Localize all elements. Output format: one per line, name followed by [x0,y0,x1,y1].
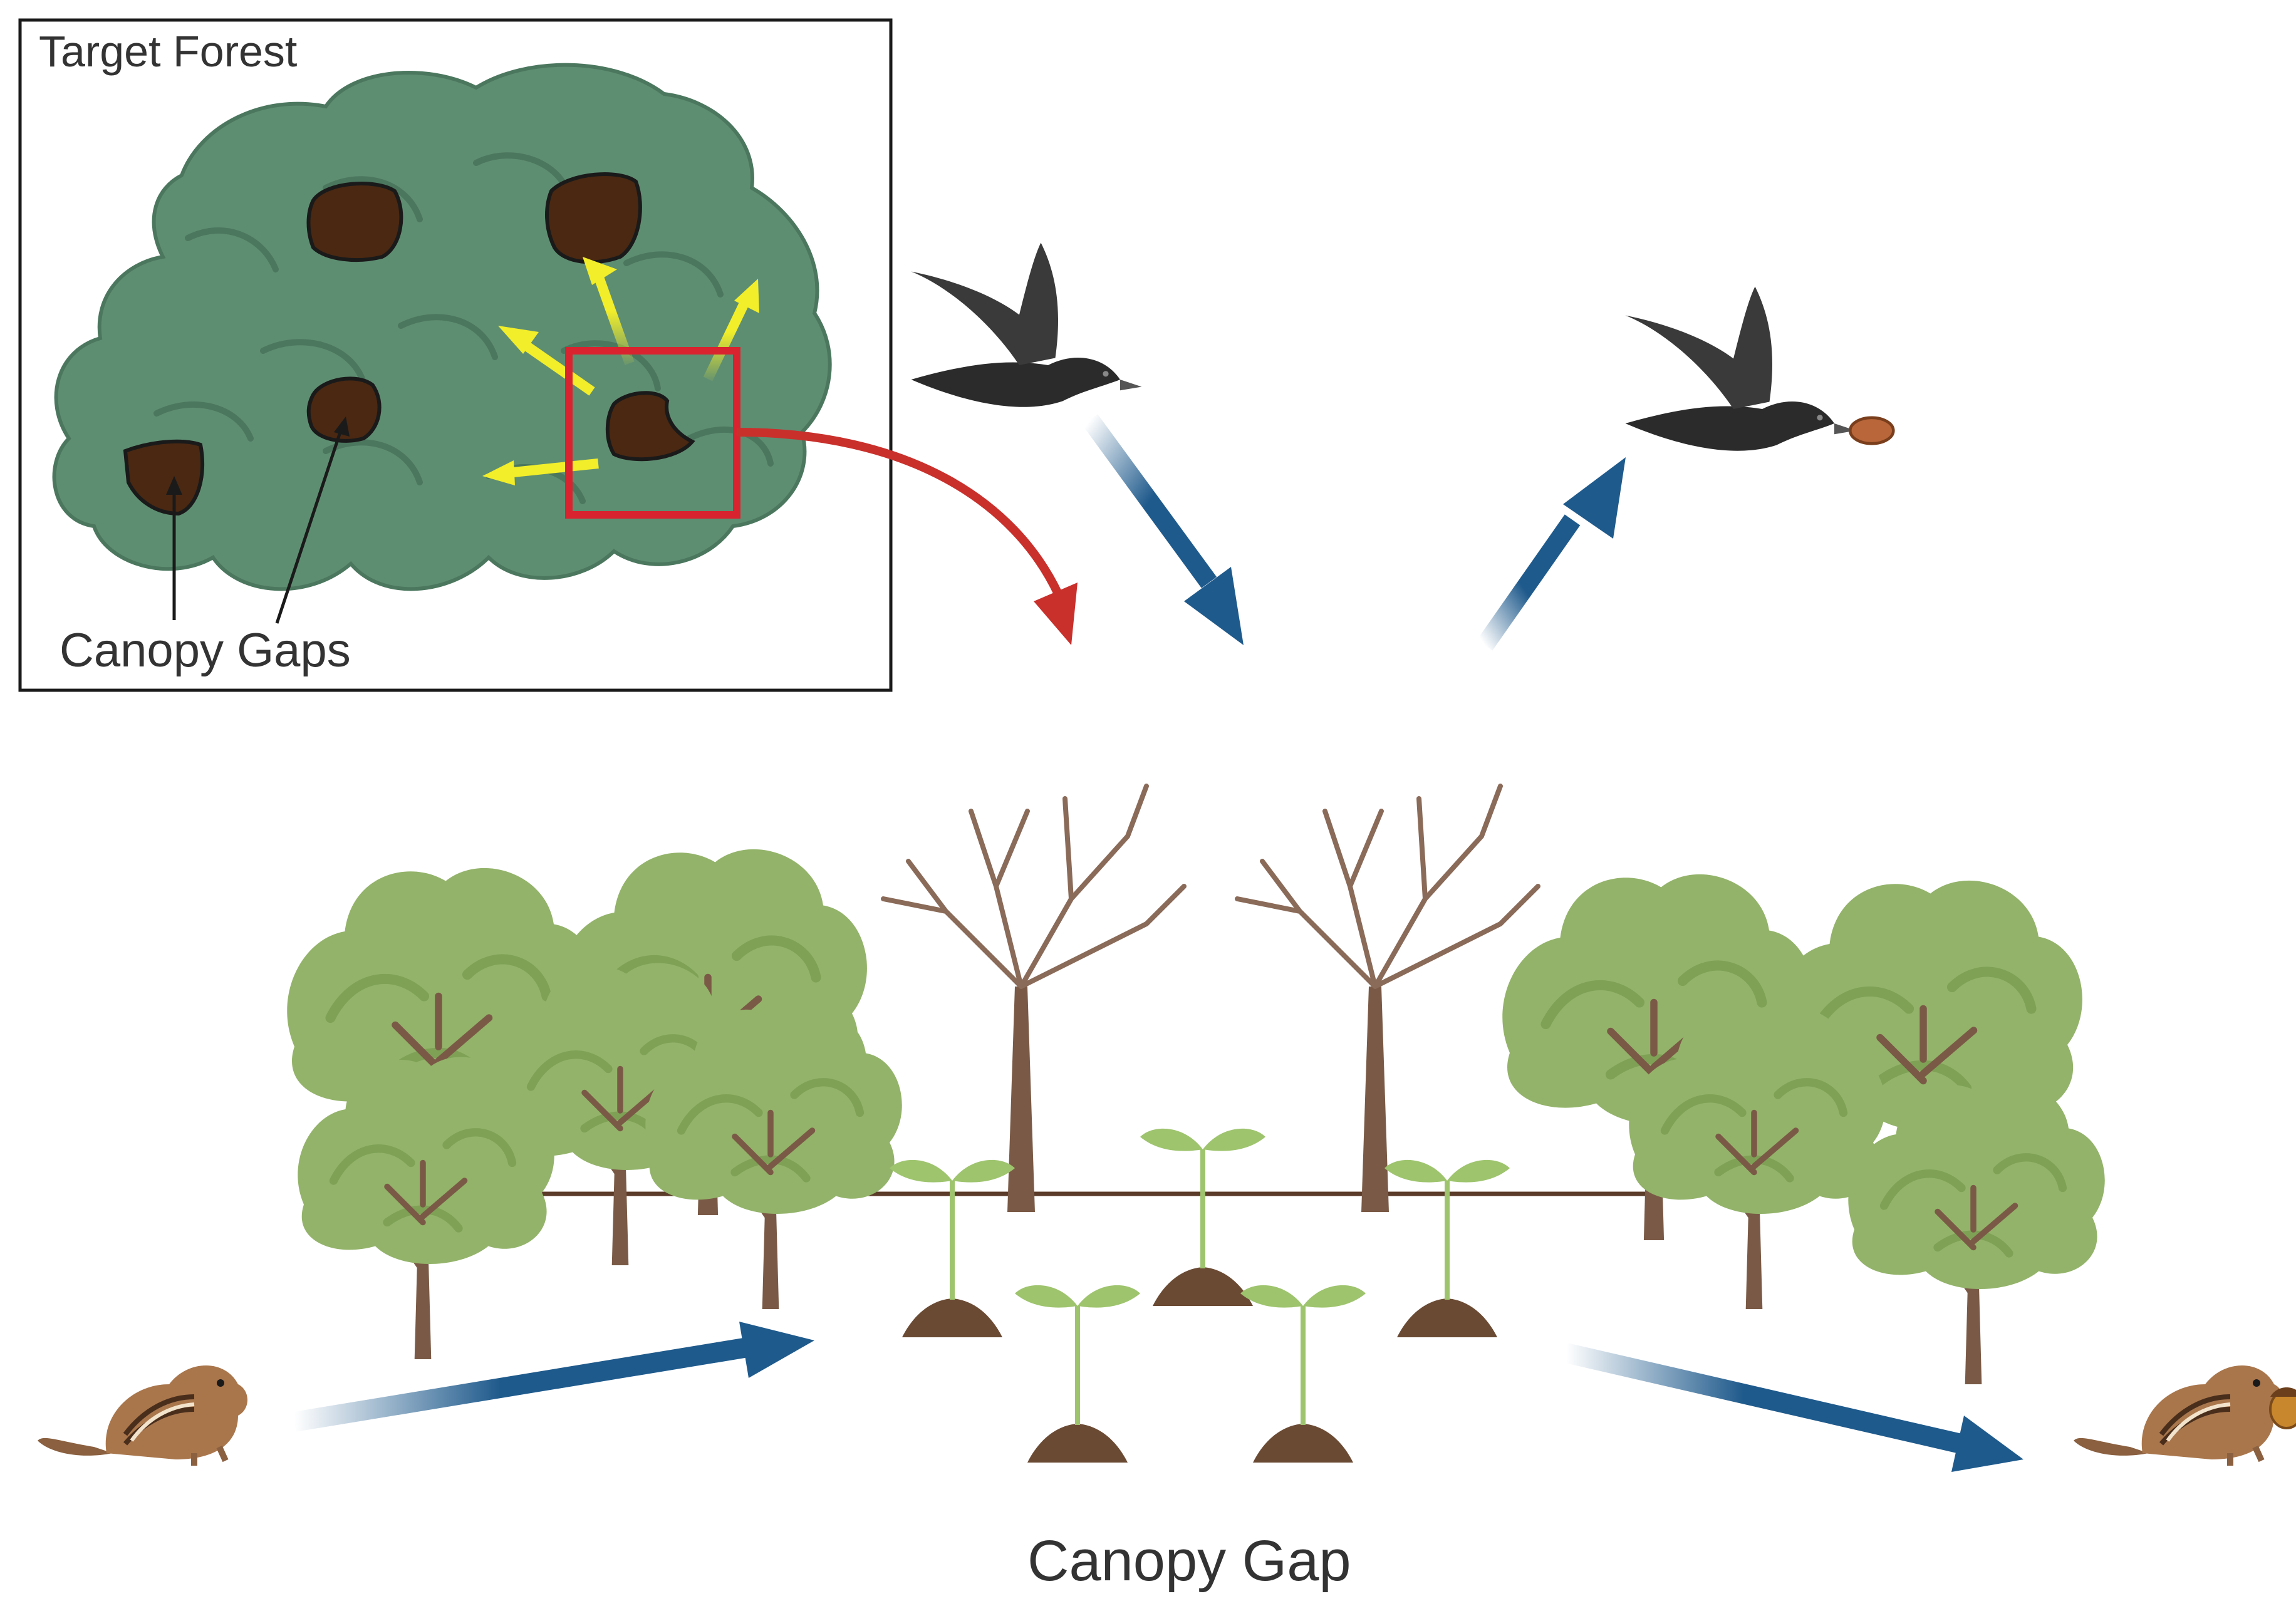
flow-arrow-chipmunk-in [293,1322,814,1432]
chipmunk-icon [38,1365,247,1466]
red-connector-arrowhead [1034,583,1078,645]
dead-tree-icon [1235,784,1540,1212]
flow-arrow-chipmunk-out [1564,1343,2023,1472]
dead-tree-icon [881,784,1187,1212]
crow-with-acorn-icon [1625,286,1895,451]
spread-arrows [482,257,759,485]
inset-panel [18,18,893,692]
canopy-gap-1 [306,182,403,262]
seedling-icon [890,1160,1015,1337]
caption-pointer-1-head [166,476,182,495]
canopy-gap-2 [545,172,642,264]
red-connector-arrow [736,428,1063,597]
crow-icon [911,242,1142,407]
caption-pointer-2 [275,422,345,624]
canopy-gap-3 [306,376,382,443]
canopy-gap-4 [123,439,204,516]
canopy-gap-selected [605,391,695,462]
main-caption: Canopy Gap [1027,1529,1351,1593]
flow-arrow-crow-down [1082,414,1244,645]
seedling-icon [1384,1160,1510,1337]
inset-title: Target Forest [39,27,298,76]
tree-icon [1848,1082,2104,1384]
flow-arrow-crow-up [1477,457,1626,651]
caption-pointer-2-head [334,417,350,437]
chipmunk-with-acorn-icon [2074,1365,2296,1466]
seedling-icon [1240,1285,1366,1463]
seedling-icon [1015,1285,1140,1463]
seedling-icon [1140,1129,1265,1306]
inset-caption: Canopy Gaps [60,624,351,677]
